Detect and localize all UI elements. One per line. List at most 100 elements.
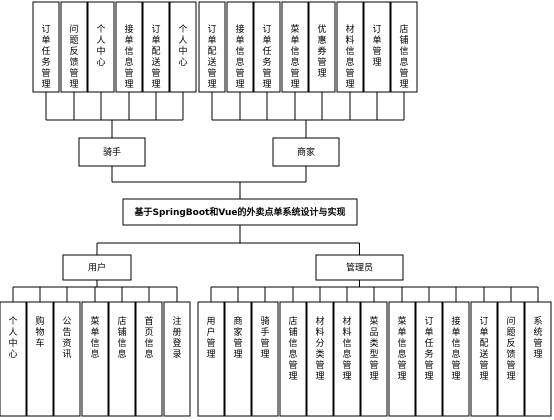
bottom-child-1-11-char: 反 [506,338,515,349]
bottom-child-0-4: 店铺信息 [108,301,136,417]
bottom-child-1-10-char: 订 [479,316,488,327]
bottom-child-1-8-char: 单 [424,326,433,338]
top-child-0-4-rect [142,1,170,93]
top-child-0-0-rect [32,1,60,93]
bottom-child-0-6-label: 注册登录 [172,315,181,360]
bottom-child-0-6-char: 册 [172,327,181,338]
bottom-child-1-8-char: 管 [424,359,433,371]
bottom-child-0-4-char: 息 [117,348,126,360]
top-child-0-3-label: 接单信息管理 [124,23,133,90]
top-child-1-6-char: 理 [372,57,381,68]
top-child-0-5-label: 个人中心 [178,24,187,68]
top-child-1-4: 优惠券管理 [308,1,336,93]
bottom-child-1-10-label: 订单配送管理 [479,316,488,382]
bottom-child-0-0-char: 人 [8,327,17,338]
bottom-child-1-12: 系统管理 [524,301,552,417]
bottom-child-1-10-char: 理 [479,371,488,382]
top-child-1-5-label: 材料信息管理 [345,23,354,90]
bottom-child-1-4-char: 材 [315,315,324,327]
top-child-1-7-char: 信 [399,45,408,57]
bottom-child-1-6-char: 理 [369,371,378,382]
bottom-child-1-6-char: 型 [369,349,378,360]
bottom-child-0-6-rect [163,301,191,417]
bottom-child-0-4-char: 铺 [117,326,126,338]
bottom-child-1-3-char: 铺 [288,326,297,338]
bottom-child-1-7-char: 信 [397,337,406,349]
bottom-child-1-6-char: 管 [369,359,378,371]
bottom-child-1-2: 骑手管理 [251,301,279,417]
bottom-child-1-10-rect [470,301,498,417]
bottom-child-0-1-rect [26,301,54,417]
bottom-child-1-9-char: 单 [451,326,460,338]
bottom-child-0-4-rect [108,301,136,417]
top-child-0-3-char: 息 [124,56,133,68]
top-child-1-1-rect [226,1,254,93]
bottom-child-0-0-char: 个 [8,316,17,327]
bottom-child-1-1-label: 商家管理 [233,315,242,360]
top-child-0-2-char: 个 [96,24,105,35]
top-child-0-3-char: 单 [124,34,133,46]
bottom-child-1-7-char: 菜 [397,315,406,327]
bottom-child-1-6-rect [360,301,388,417]
bottom-child-0-3: 菜单信息 [81,301,109,417]
bottom-child-1-11-char: 管 [506,359,515,371]
bottom-child-1-5-char: 管 [342,359,351,371]
bottom-child-1-0-rect [197,301,225,417]
top-child-1-3-char: 菜 [290,23,299,35]
bottom-child-0-6-char: 登 [172,338,181,349]
bottom-child-1-9-char: 管 [451,359,460,371]
top-child-1-0-char: 管 [207,67,216,79]
top-child-0-1-char: 问 [69,23,78,35]
bottom-child-1-2-rect [251,301,279,417]
bottom-child-1-0-char: 理 [206,349,215,360]
bottom-child-0-1-char: 车 [35,337,44,349]
bottom-child-0-2: 公告资讯 [53,301,81,417]
bottom-child-0-2-char: 资 [62,338,71,349]
bottom-child-1-9-char: 接 [451,315,460,327]
bottom-child-1-4-char: 理 [315,371,324,382]
bottom-child-1-3-char: 信 [288,337,297,349]
bottom-child-0-0-rect [0,301,27,417]
bottom-child-1-1: 商家管理 [224,301,252,417]
top-child-1-2-char: 理 [262,79,271,90]
bottom-child-1-7-char: 单 [397,326,406,338]
bottom-child-1-5-char: 料 [342,326,351,338]
bottom-child-1-3-char: 管 [288,359,297,371]
root-box-label: 基于SpringBoot和Vue的外卖点单系统设计与实现 [134,206,346,218]
top-child-1-6: 订单管理 [363,1,391,93]
bottom-child-0-5: 首页信息 [135,301,163,417]
top-child-1-2-char: 订 [262,24,271,35]
bottom-child-0-4-char: 信 [117,337,126,349]
bottom-child-1-5: 材料信息管理 [333,301,361,417]
bottom-child-0-5-char: 信 [144,337,153,349]
bottom-child-1-5-char: 理 [342,371,351,382]
top-child-0-1-char: 馈 [69,56,78,68]
top-child-1-0-label: 订单配送管理 [207,24,216,90]
bottom-child-1-1-char: 商 [233,315,242,327]
bottom-child-1-8-label: 订单任务管理 [424,316,433,382]
connector-lines [12,92,539,302]
bottom-group-1-label: 管理员 [346,262,373,274]
bottom-child-1-6: 菜品类型管理 [360,301,388,417]
top-child-1-0: 订单配送管理 [198,1,226,93]
top-child-0-2-char: 心 [96,57,105,68]
bottom-child-1-9-label: 接单信息管理 [451,315,460,382]
top-child-1-7-char: 店 [399,23,408,35]
top-child-1-7-char: 铺 [399,34,408,46]
top-child-0-5-char: 个 [178,24,187,35]
top-child-1-4-char: 惠 [317,34,326,46]
top-child-1-3-char: 信 [290,45,299,57]
bottom-child-0-3-char: 菜 [90,315,99,327]
bottom-child-1-4-rect [306,301,334,417]
bottom-child-1-2-char: 管 [260,337,269,349]
bottom-child-1-7-char: 理 [397,371,406,382]
top-child-1-2-label: 订单任务管理 [262,24,271,90]
top-child-1-3: 菜单信息管理 [281,1,309,93]
bottom-child-1-10-char: 配 [479,338,488,349]
bottom-child-1-0-char: 管 [206,337,215,349]
top-child-1-4-rect [308,1,336,93]
top-child-0-3: 接单信息管理 [115,1,143,93]
top-child-1-7-char: 息 [399,56,408,68]
bottom-child-1-4-char: 料 [315,326,324,338]
root-box-rect [122,198,358,226]
